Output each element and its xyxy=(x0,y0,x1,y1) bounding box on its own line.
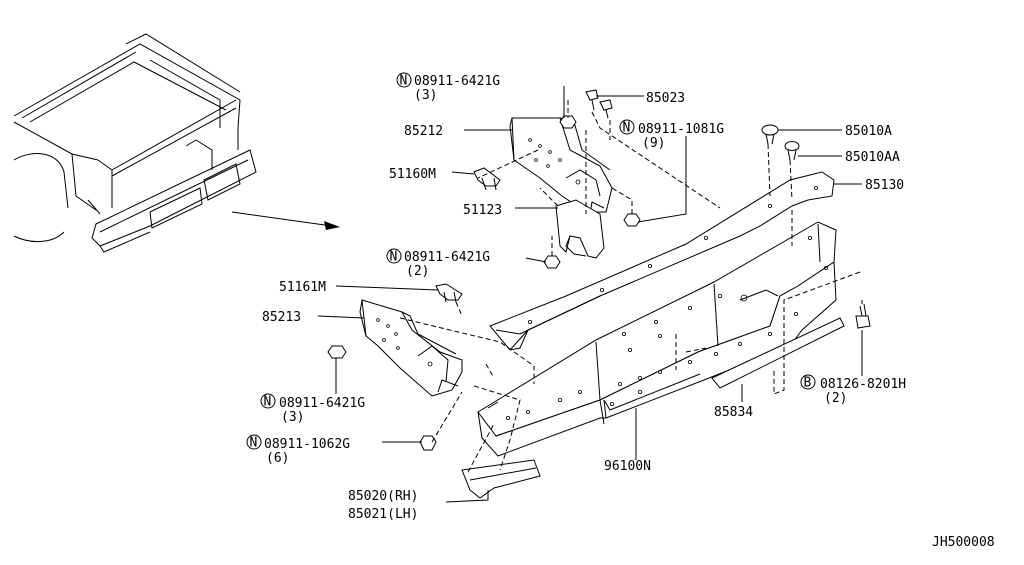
callout-prefix: N xyxy=(400,74,408,89)
callout-85212: 85212 xyxy=(404,124,443,139)
callout-85020-rh: 85020(RH) xyxy=(348,489,418,504)
callout-part-number: 08911-1062G xyxy=(264,437,350,452)
truck-rear-illustration xyxy=(13,33,257,253)
hook-bracket-shape xyxy=(555,199,605,259)
bumper-reinforcement-shape xyxy=(489,171,835,351)
callout-96100N: 96100N xyxy=(604,459,651,474)
rear-bumper-shape xyxy=(477,221,837,457)
lower-bumper-bracket-shape xyxy=(359,299,463,397)
callout-prefix: N xyxy=(390,250,398,265)
callout-85023: 85023 xyxy=(646,91,685,106)
callout-08911-1081G: N 08911-1081G (9) xyxy=(619,119,724,151)
callout-quantity: (2) xyxy=(406,264,429,279)
callout-prefix: N xyxy=(264,395,272,410)
callout-part-number: 08911-1081G xyxy=(638,122,724,137)
callout-85010A: 85010A xyxy=(845,124,892,139)
callout-51161M: 51161M xyxy=(279,280,326,295)
clip-51161M-shape xyxy=(435,283,463,303)
bolt-08126-shape xyxy=(855,303,871,329)
direction-arrow xyxy=(231,211,340,230)
callout-85010AA: 85010AA xyxy=(845,150,900,165)
callout-part-number: 08126-8201H xyxy=(820,377,906,392)
callout-prefix: N xyxy=(250,436,258,451)
callout-85130: 85130 xyxy=(865,178,904,193)
callout-quantity: (2) xyxy=(824,391,847,406)
callout-quantity: (3) xyxy=(414,88,437,103)
step-pad-shape xyxy=(711,317,845,389)
callout-prefix: N xyxy=(623,121,631,136)
callout-51160M: 51160M xyxy=(389,167,436,182)
leader-lines xyxy=(317,86,863,503)
callout-part-number: 08911-6421G xyxy=(279,396,365,411)
callout-85021-lh: 85021(LH) xyxy=(348,507,418,522)
callout-85834: 85834 xyxy=(714,405,753,420)
drawing-code: JH500008 xyxy=(932,535,995,550)
callout-quantity: (6) xyxy=(266,451,289,466)
bolt-85023-shapes xyxy=(585,89,613,119)
callout-08911-6421G-mid: N 08911-6421G (2) xyxy=(386,248,490,279)
callout-85213: 85213 xyxy=(262,310,301,325)
callout-part-number: 08911-6421G xyxy=(404,250,490,265)
nut-shapes xyxy=(327,115,641,451)
callout-08911-1062G: N 08911-1062G (6) xyxy=(246,434,350,466)
callout-part-number: 08911-6421G xyxy=(414,74,500,89)
callout-08911-6421G-low: N 08911-6421G (3) xyxy=(260,393,365,425)
plug-shapes xyxy=(761,124,800,161)
callout-51123: 51123 xyxy=(463,203,502,218)
callout-prefix: B xyxy=(804,376,812,391)
corner-piece-shape xyxy=(461,459,541,499)
callout-quantity: (3) xyxy=(281,410,304,425)
callout-08911-6421G-top: N 08911-6421G (3) xyxy=(396,72,500,103)
clip-51160M-shape xyxy=(473,167,501,191)
callout-08126-8201H: B 08126-8201H (2) xyxy=(800,374,906,406)
callout-quantity: (9) xyxy=(642,136,665,151)
assembly-guide-lines xyxy=(399,100,863,473)
upper-bumper-bracket-shape xyxy=(509,117,613,215)
